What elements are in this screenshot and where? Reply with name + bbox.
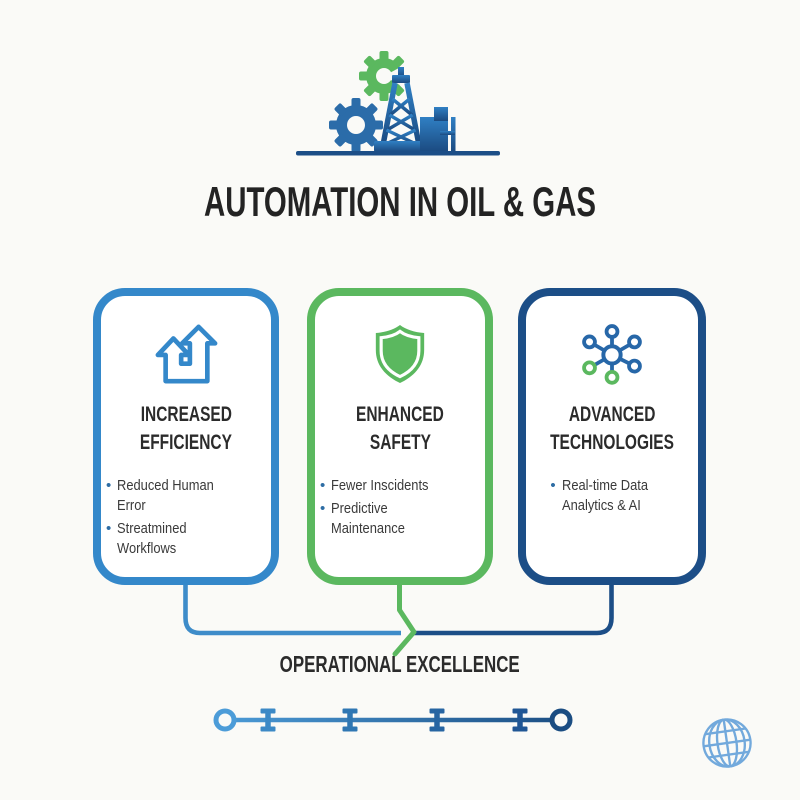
up-arrows-icon [155, 324, 218, 384]
operational-excellence-label: OPERATIONAL EXCELLENCE [279, 651, 521, 677]
shield-icon [375, 325, 425, 383]
card-title: INCREASED EFFICIENCY [139, 402, 233, 454]
timeline-marker [429, 708, 445, 732]
card-bullet-list: Fewer Inscidents Predictive Maintenance [320, 476, 480, 539]
connector-center-arrow [392, 585, 417, 657]
card-title: ADVANCED TECHNOLOGIES [550, 402, 674, 454]
timeline [213, 708, 573, 732]
page-title: AUTOMATION IN OIL & GAS [203, 178, 596, 225]
bullet-item: Reduced Human Error [106, 476, 266, 516]
blue-gear-icon [329, 98, 383, 152]
card-advanced-technologies: ADVANCED TECHNOLOGIES Real-time Data Ana… [518, 288, 706, 585]
card-title: ENHANCED SAFETY [356, 402, 444, 454]
card-bullet-list: Reduced Human Error Streatmined Workflow… [106, 476, 266, 559]
globe-icon [702, 718, 752, 768]
timeline-endpoint-right [549, 708, 573, 732]
bullet-item: Real-time Data Analytics & AI [550, 476, 673, 516]
timeline-marker [512, 708, 528, 732]
timeline-marker [342, 708, 358, 732]
card-bullet-list: Real-time Data Analytics & AI [550, 476, 673, 516]
oil-gas-industry-icon [296, 47, 500, 156]
flow-connector [183, 585, 614, 657]
green-gear-icon [359, 47, 438, 107]
connector-right [411, 585, 614, 636]
connector-left [183, 585, 401, 636]
ground-line [296, 151, 500, 156]
card-increased-efficiency: INCREASED EFFICIENCY Reduced Human Error… [93, 288, 279, 585]
card-enhanced-safety: ENHANCED SAFETY Fewer Inscidents Predict… [307, 288, 493, 585]
refinery-building-icon [420, 107, 456, 152]
bullet-item: Streatmined Workflows [106, 519, 266, 559]
bullet-item: Fewer Inscidents [320, 476, 480, 496]
network-hub-icon [582, 324, 642, 385]
bullet-item: Predictive Maintenance [320, 499, 480, 539]
timeline-endpoint-left [213, 708, 237, 732]
timeline-marker [260, 708, 276, 732]
oil-derrick-icon [374, 67, 428, 152]
